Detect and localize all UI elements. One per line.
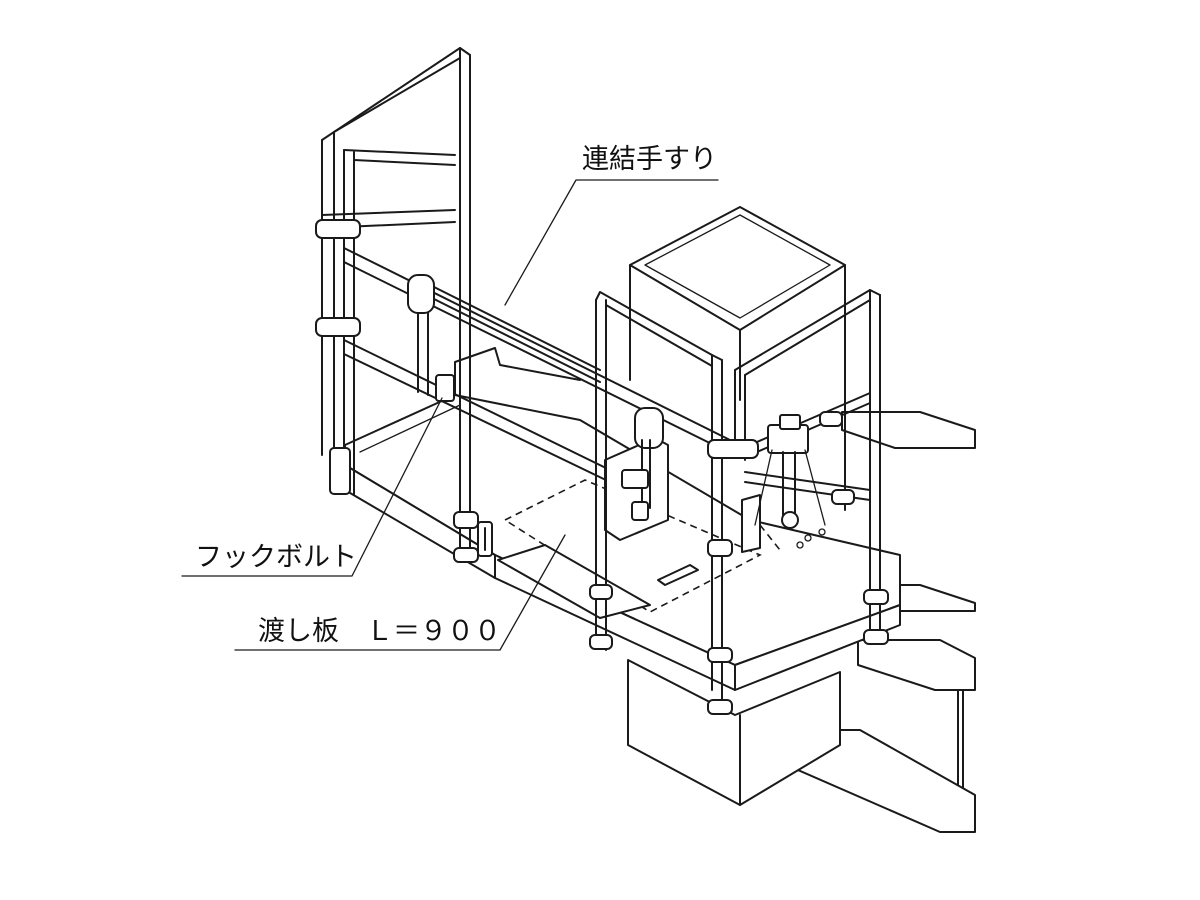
center-clamp-bracket (604, 407, 669, 541)
label-connecting-handrail: 連結手すり (582, 144, 717, 175)
square-column (627, 206, 846, 806)
leader-lines (181, 179, 719, 651)
label-hook-bolt: フックボルト (195, 542, 357, 573)
bridge-plate (497, 479, 762, 619)
deck-end-plate (477, 521, 493, 557)
column-clamp (754, 414, 826, 551)
right-handrail-frame (589, 289, 889, 715)
connecting-handrail (343, 247, 741, 483)
label-bridge-plate: 渡し板 Ｌ＝９００ (258, 616, 501, 647)
